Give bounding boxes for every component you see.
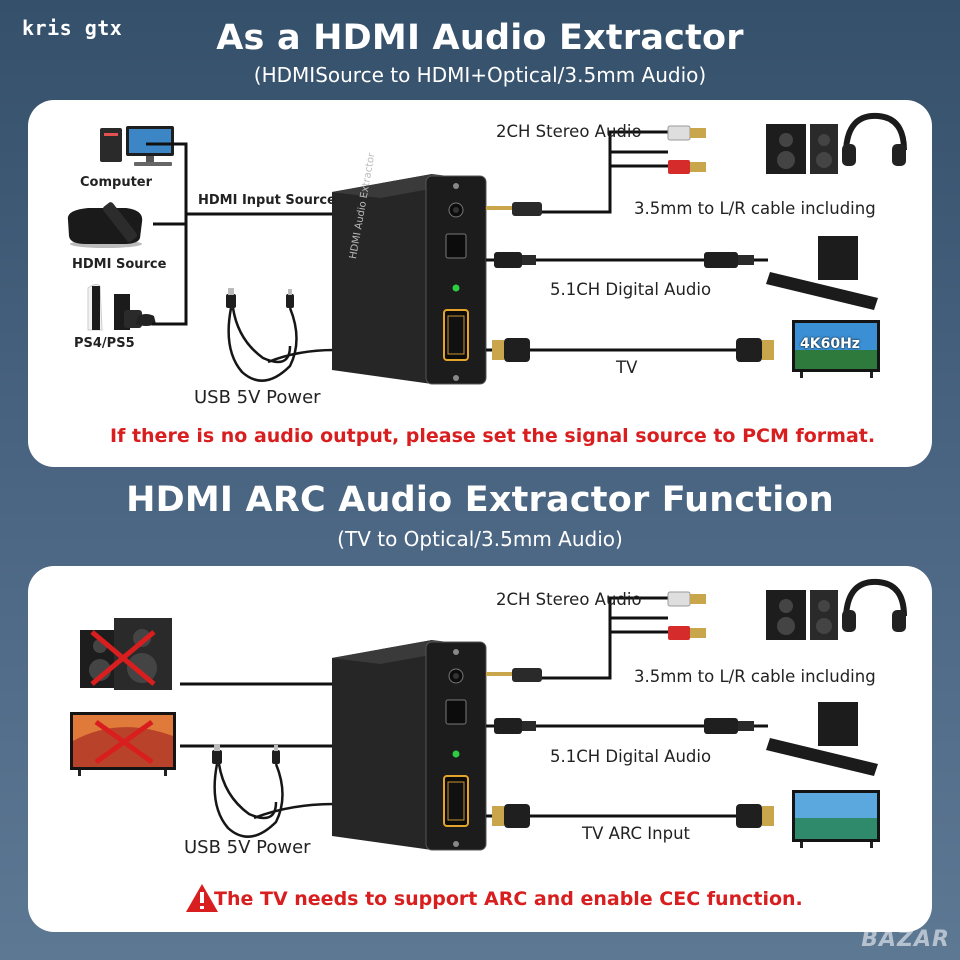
section1-diagram (67, 112, 907, 385)
stereo-label: 2CH Stereo Audio (496, 122, 642, 141)
tv-icon (792, 320, 880, 378)
input-source-label: HDMI Input Source (198, 193, 336, 208)
watermark: kris gtx (22, 16, 123, 40)
optical-plug-right-icon (704, 252, 754, 268)
tv-screen-text: 4K60Hz (800, 336, 860, 352)
tv-icon-2 (792, 790, 880, 848)
tv-label: TV (616, 358, 638, 377)
usb-power-label: USB 5V Power (194, 387, 321, 408)
section2-subtitle: (TV to Optical/3.5mm Audio) (337, 527, 623, 551)
optical-plug-left-icon (494, 252, 536, 268)
section2-title: HDMI ARC Audio Extractor Function (126, 480, 834, 520)
section2-diagram (70, 578, 907, 912)
digital-audio-label: 5.1CH Digital Audio (550, 280, 712, 299)
optical-plug-right-icon-2 (704, 718, 754, 734)
soundbar-icon-2 (766, 702, 878, 776)
ps5-icon (87, 283, 156, 331)
rca-plugs-icon-2 (667, 591, 706, 640)
section1-panel: Computer HDMI Source PS4/PS5 HDMI Input … (28, 100, 932, 467)
soundbar-icon (766, 236, 878, 310)
aux-jack-icon-2 (486, 668, 542, 682)
cable-label: 3.5mm to L/R cable including (634, 199, 876, 218)
source-label-hdmi-source: HDMI Source (72, 257, 167, 272)
speakers-crossed-icon (80, 618, 172, 690)
hdmi-plug-left-icon (492, 338, 530, 362)
speakers-icon (766, 124, 838, 174)
warning-icon (186, 884, 218, 912)
source-label-ps: PS4/PS5 (74, 336, 135, 351)
hdmi-plug-left-icon-2 (492, 804, 530, 828)
headphones-icon-2 (842, 578, 907, 632)
stereo-label-2: 2CH Stereo Audio (496, 590, 642, 609)
section1-subtitle: (HDMISource to HDMI+Optical/3.5mm Audio) (253, 63, 707, 87)
section2-panel: USB 5V Power 2CH Stereo Audio 3.5mm to L… (28, 566, 932, 932)
aux-jack-icon (486, 202, 542, 216)
optical-plug-left-icon-2 (494, 718, 536, 734)
tv-box-icon (67, 202, 143, 248)
usb-cable-icon (226, 288, 335, 382)
extractor-device-2 (332, 640, 487, 851)
usb-cable-icon-2 (212, 744, 335, 838)
section1-title: As a HDMI Audio Extractor (216, 18, 744, 58)
extractor-device (332, 174, 487, 385)
tv-crossed-icon (70, 712, 176, 776)
section1-warning: If there is no audio output, please set … (110, 425, 876, 447)
tv-arc-label: TV ARC Input (582, 824, 691, 843)
speakers-icon-2 (766, 590, 838, 640)
computer-icon (100, 126, 174, 166)
rca-plugs-icon (667, 125, 706, 174)
hdmi-plug-right-icon (736, 338, 774, 362)
watermark-bottom-right: BAZAR (861, 927, 950, 952)
digital-audio-label-2: 5.1CH Digital Audio (550, 747, 712, 766)
source-label-computer: Computer (80, 175, 153, 190)
headphones-icon (842, 112, 907, 166)
usb-power-label-2: USB 5V Power (184, 837, 311, 858)
section2-warning: The TV needs to support ARC and enable C… (214, 888, 803, 910)
hdmi-plug-right-icon-2 (736, 804, 774, 828)
cable-label-2: 3.5mm to L/R cable including (634, 667, 876, 686)
